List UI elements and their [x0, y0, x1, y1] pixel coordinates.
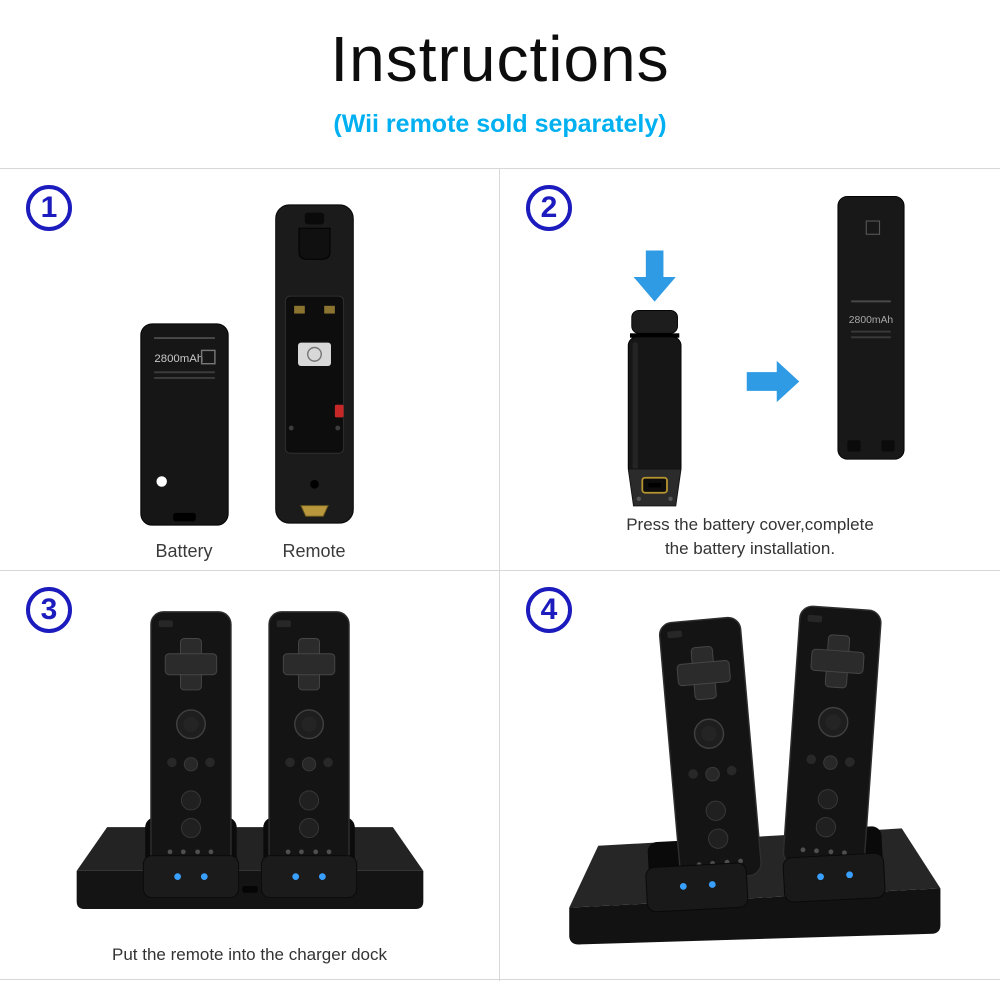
- step3-caption: Put the remote into the charger dock: [112, 945, 387, 964]
- battery-column: 2800mAh Battery: [137, 320, 232, 562]
- arrow-down-icon: [633, 250, 676, 302]
- step-1-illustrations: 2800mAh Battery: [0, 199, 499, 562]
- step-4-illustrations: [500, 579, 1000, 956]
- step2-caption-line2: the battery installation.: [664, 539, 836, 559]
- remote-caption: Remote: [282, 541, 346, 561]
- battery-illustration: 2800mAh: [139, 323, 229, 526]
- step-3-illustrations: [0, 587, 499, 911]
- step-panel-4: 4: [500, 571, 1000, 981]
- step-number: 3: [40, 593, 58, 626]
- battery-capacity-label: 2800mAh: [154, 353, 203, 365]
- step-1-badge: 1: [26, 185, 72, 231]
- step-2-badge: 2: [526, 185, 572, 231]
- step2-caption: Press the battery cover,complete the bat…: [500, 513, 1000, 562]
- step-number: 2: [540, 191, 558, 224]
- battery-capacity-label: 2800mAh: [849, 315, 894, 326]
- step-3-badge: 3: [26, 587, 72, 633]
- remote-back-standing-illustration: 2800mAh: [837, 195, 905, 460]
- subtitle: (Wii remote sold separately): [333, 110, 667, 138]
- header: Instructions (Wii remote sold separately…: [0, 0, 1000, 139]
- step-number: 4: [540, 593, 558, 626]
- instruction-grid: 1 2800mAh Battery: [0, 168, 1000, 981]
- step-2-illustrations: 2800mAh: [500, 169, 1000, 520]
- page-title: Instructions: [330, 23, 670, 95]
- charger-dock-angled-illustration: [569, 604, 941, 945]
- arrow-right-icon: [746, 360, 800, 403]
- step-number: 1: [40, 191, 58, 224]
- step-panel-2: 2: [500, 169, 1000, 571]
- step-4-badge: 4: [526, 587, 572, 633]
- battery-caption: Battery: [155, 541, 213, 561]
- remote-column: Remote: [266, 199, 363, 562]
- charger-dock-front-illustration: [76, 611, 423, 909]
- remote-back-illustration: [274, 204, 354, 524]
- step-panel-1: 1 2800mAh Battery: [0, 169, 500, 571]
- step-panel-3: 3 Put the re: [0, 571, 500, 981]
- step2-caption-line1: Press the battery cover,complete: [626, 514, 874, 534]
- remote-install-illustration: [627, 250, 682, 507]
